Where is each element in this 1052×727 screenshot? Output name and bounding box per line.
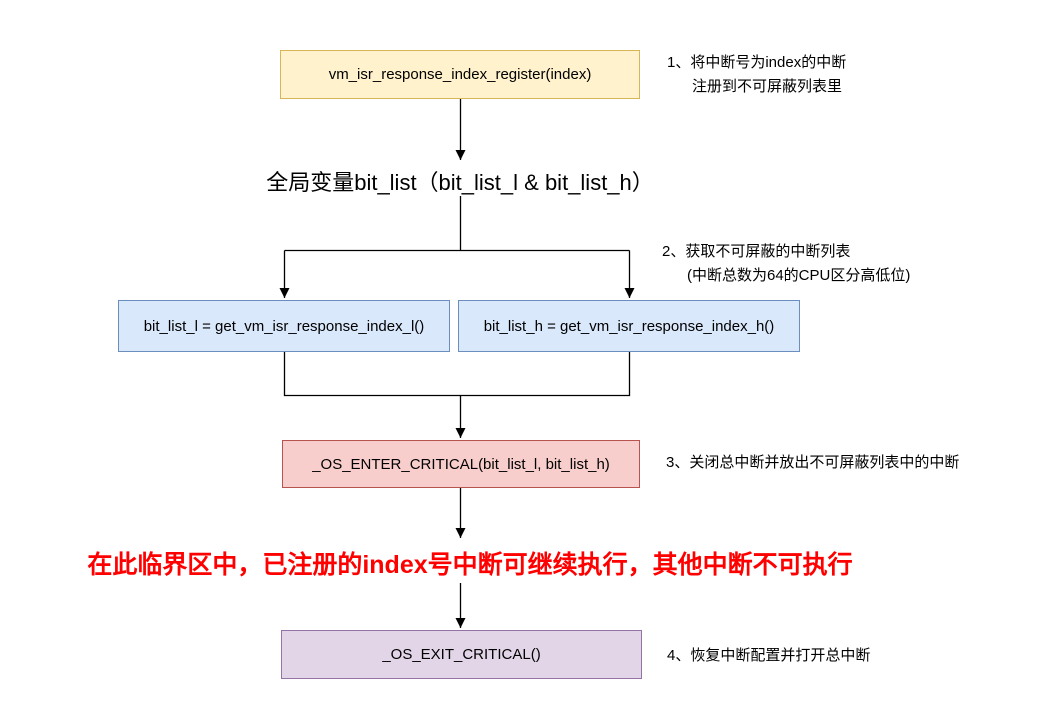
annotation-step2: 2、获取不可屏蔽的中断列表 (中断总数为64的CPU区分高低位) [662,240,910,288]
annotation-step2-line1: 2、获取不可屏蔽的中断列表 [662,243,851,260]
node-register: vm_isr_response_index_register(index) [280,50,640,99]
node-global-bitlist: 全局变量bit_list（bit_list_l & bit_list_h） [266,170,654,195]
node-enter-critical: _OS_ENTER_CRITICAL(bit_list_l, bit_list_… [282,440,640,488]
annotation-step1-line1: 1、将中断号为index的中断 [667,54,847,71]
annotation-step4: 4、恢复中断配置并打开总中断 [667,644,870,668]
annotation-step1: 1、将中断号为index的中断 注册到不可屏蔽列表里 [667,51,846,99]
connector-fork-rails [284,196,630,252]
node-get-bitlist-low: bit_list_l = get_vm_isr_response_index_l… [118,300,450,352]
annotation-step2-line2: (中断总数为64的CPU区分高低位) [687,267,911,284]
annotation-step4-line1: 4、恢复中断配置并打开总中断 [667,647,871,664]
node-exit-critical: _OS_EXIT_CRITICAL() [281,630,642,679]
annotation-step1-line2: 注册到不可屏蔽列表里 [692,78,843,95]
annotation-step3-line1: 3、关闭总中断并放出不可屏蔽列表中的中断 [666,454,960,471]
node-get-bitlist-high: bit_list_h = get_vm_isr_response_index_h… [458,300,800,352]
annotation-step3: 3、关闭总中断并放出不可屏蔽列表中的中断 [666,451,959,475]
critical-section-note: 在此临界区中，已注册的index号中断可继续执行，其他中断不可执行 [87,551,853,579]
connector-merge-rails [283,352,631,397]
